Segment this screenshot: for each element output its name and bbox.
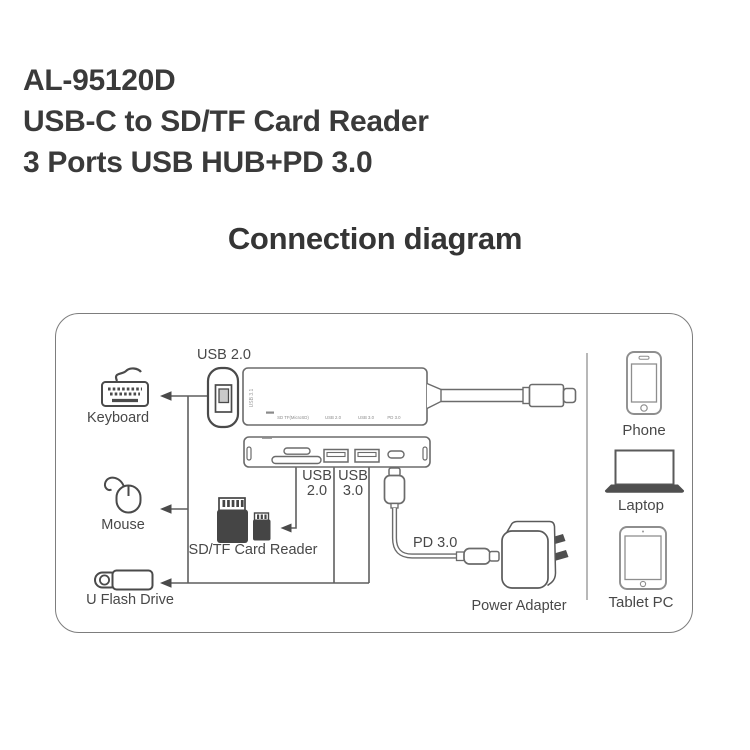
hub-label-pd30: PD 3.0 (387, 415, 401, 420)
keyboard-label: Keyboard (86, 410, 150, 426)
product-title-line3: 3 Ports USB HUB+PD 3.0 (23, 146, 373, 179)
mouse-icon (104, 476, 142, 514)
arrow-to-cardreader-icon (280, 523, 292, 533)
usb30-column-label: USB 3.0 (338, 468, 368, 499)
hub-label-usb30: USB 3.0 (358, 415, 375, 420)
section-title: Connection diagram (227, 221, 523, 256)
top-usb20-label: USB 2.0 (197, 347, 251, 363)
flash-drive-label: U Flash Drive (86, 592, 174, 608)
arrowheads (160, 391, 292, 588)
sd-slot (271, 455, 322, 465)
arrow-to-mouse-icon (160, 504, 172, 514)
product-title-line2: USB-C to SD/TF Card Reader (23, 105, 429, 138)
power-adapter-label: Power Adapter (471, 598, 567, 614)
pd-usb-c-plug-icon (383, 467, 406, 509)
laptop-label: Laptop (618, 497, 664, 514)
hub-label-usb20: USB 2.0 (325, 415, 342, 420)
tf-card-icon (253, 512, 271, 541)
hub-label-sdtf: SD TF(MicroSD) (277, 415, 309, 420)
cable-strain-relief (426, 382, 442, 410)
usb-a-port-1 (323, 448, 349, 463)
usb-c-host-plug-body (528, 383, 565, 408)
keyboard-icon (101, 367, 149, 407)
arrow-to-flashdrive-icon (160, 578, 172, 588)
mouse-label: Mouse (101, 517, 145, 533)
title-block: AL-95120D USB-C to SD/TF Card Reader 3 P… (23, 60, 429, 183)
usb-c-port (387, 450, 405, 459)
usb-a-connector-icon (206, 366, 240, 429)
hub-top-view: USB 3.1 SD TF(MicroSD) USB 2.0 USB 3.0 P… (242, 367, 577, 426)
usb20-column-label: USB 2.0 (302, 468, 332, 499)
pd-cable (391, 508, 457, 559)
hub-front-view (243, 436, 431, 468)
power-adapter-icon (501, 520, 569, 589)
pd-usb-c-plug-horizontal-icon (455, 547, 500, 565)
hub-side-text: USB 3.1 (249, 388, 255, 407)
phone-label: Phone (622, 422, 666, 439)
sd-card-icon (217, 497, 248, 543)
phone-icon (626, 351, 662, 415)
pd30-label: PD 3.0 (413, 535, 458, 551)
usb-c-host-plug-tip (562, 387, 577, 404)
laptop-icon (604, 449, 685, 493)
arrow-to-keyboard-icon (160, 391, 172, 401)
diagram-frame (55, 313, 693, 633)
card-reader-label: SD/TF Card Reader (188, 542, 318, 558)
usb-flash-drive-icon (94, 569, 154, 591)
tablet-label: Tablet PC (608, 594, 674, 611)
usb-a-port-2 (354, 448, 380, 463)
wiring-lines (171, 395, 370, 584)
wire-cardreader (291, 467, 297, 529)
model-number: AL-95120D (23, 64, 176, 97)
tf-slot (283, 447, 311, 455)
hub-front-port-labels: SD TF(MicroSD) USB 2.0 USB 3.0 PD 3.0 (277, 415, 401, 420)
tablet-icon (619, 526, 667, 590)
hub-led-indicator (266, 411, 274, 414)
